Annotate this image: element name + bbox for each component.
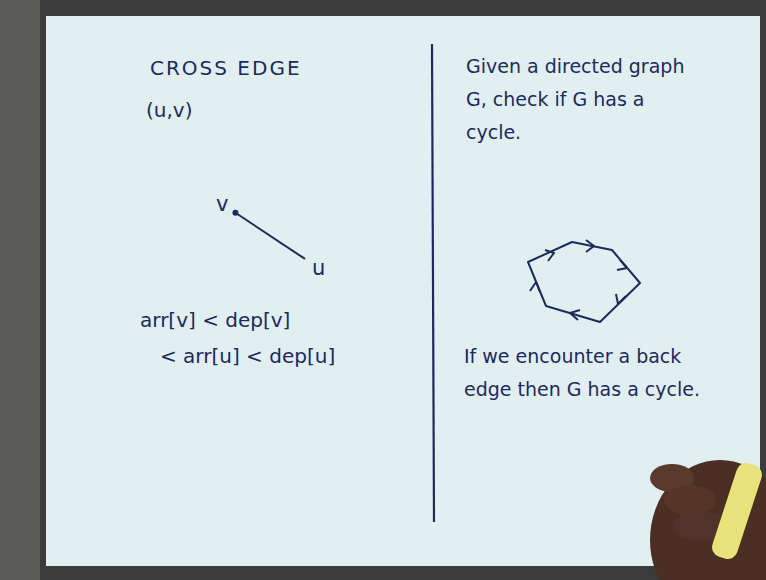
hand-photo [650,460,766,580]
finger [664,485,716,515]
vertex-name: v [216,192,228,216]
arrowhead [617,260,627,270]
desk-edge [0,0,40,580]
cycle-outline [528,242,640,322]
handwritten-note: arr[v] < dep[v] [140,304,390,337]
handwritten-note: Given a directed graph G, check if G has… [466,50,704,149]
arrowhead [530,282,540,292]
handwritten-note: If we encounter a back edge then G has a… [464,340,700,406]
cycle-graph [528,240,640,322]
hand [650,460,766,580]
arrowhead [586,240,594,252]
vertex-name: u [312,256,325,280]
arrowhead [616,294,626,304]
divider-line [432,44,434,522]
handwritten-note: CROSS EDGE [150,52,350,85]
vertex-label: v [212,190,232,218]
arrowhead [570,310,580,320]
cross-edge-line [235,213,305,259]
handwritten-note: (u,v) [146,94,236,127]
handwritten-note: < arr[u] < dep[u] [160,340,410,373]
vertex-dot [232,210,238,216]
arrowhead [545,250,554,261]
marker-pen [709,460,764,561]
paper-sheet [46,16,760,566]
vertex-label: u [308,254,329,282]
